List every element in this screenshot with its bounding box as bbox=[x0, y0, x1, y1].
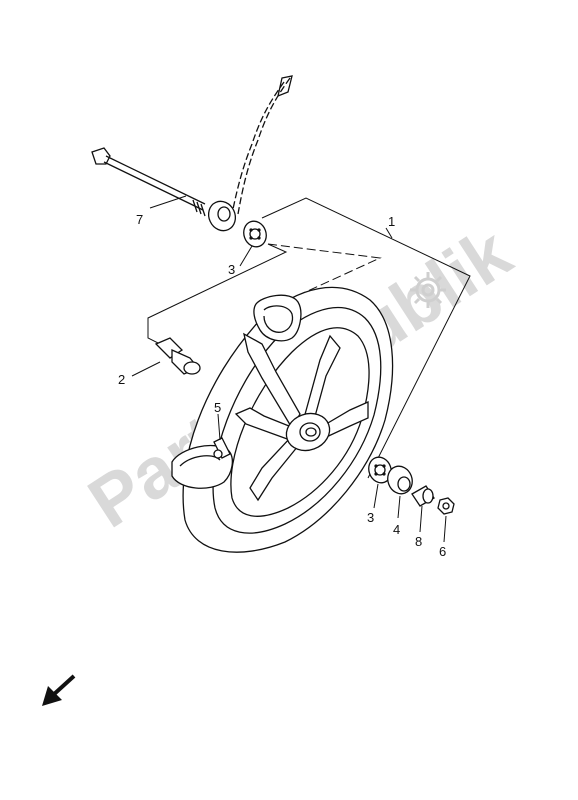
oil-seal bbox=[387, 465, 413, 495]
callout-6: 6 bbox=[439, 544, 446, 559]
front-arrow-icon bbox=[42, 674, 76, 706]
callout-5: 5 bbox=[214, 400, 221, 415]
wheel-assembly-frame bbox=[147, 197, 471, 479]
front-wheel bbox=[171, 286, 394, 553]
axle-nut bbox=[437, 497, 455, 515]
callout-3-right: 3 bbox=[367, 510, 374, 525]
axle-bolt bbox=[91, 147, 206, 217]
axle-washer bbox=[207, 200, 237, 232]
callout-7: 7 bbox=[136, 212, 143, 227]
tyre-valve bbox=[213, 437, 231, 459]
bearing-top bbox=[243, 220, 267, 248]
leader-lines bbox=[131, 195, 447, 543]
callout-labels: 1 2 3 3 4 5 6 7 8 bbox=[118, 212, 446, 559]
bearing-right bbox=[368, 456, 392, 484]
callout-1: 1 bbox=[388, 214, 395, 229]
callout-2: 2 bbox=[118, 372, 125, 387]
collar bbox=[411, 485, 435, 507]
callout-8: 8 bbox=[415, 534, 422, 549]
gear-icon bbox=[410, 272, 446, 308]
callout-4: 4 bbox=[393, 522, 400, 537]
spacer-collar bbox=[154, 337, 201, 375]
callout-3-top: 3 bbox=[228, 262, 235, 277]
brake-cable bbox=[231, 75, 293, 215]
